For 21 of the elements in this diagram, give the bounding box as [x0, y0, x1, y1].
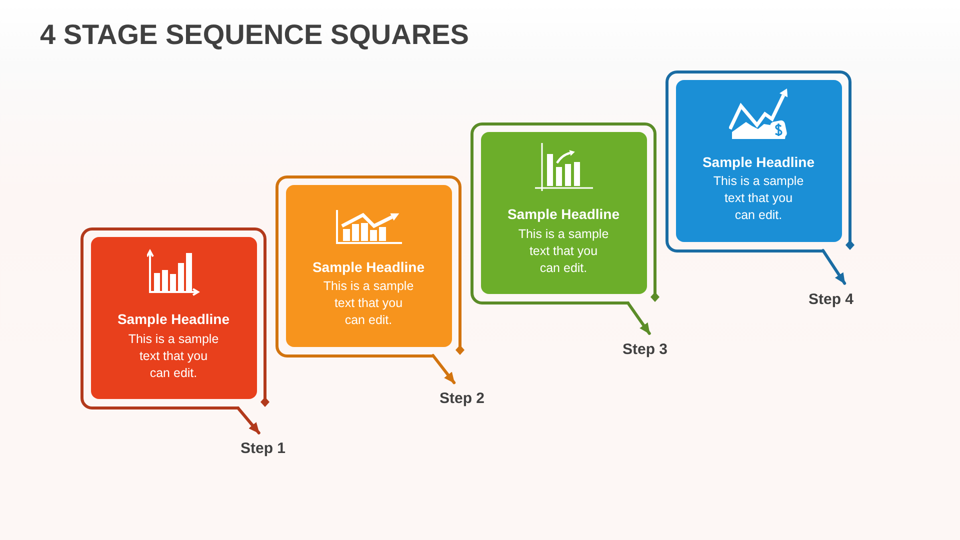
- headline: Sample Headline: [702, 152, 815, 170]
- headline: Sample Headline: [117, 310, 230, 328]
- arrow: [626, 302, 651, 335]
- step-label: Step 3: [622, 341, 668, 359]
- arrow: [432, 354, 456, 384]
- title: 4 STAGE SEQUENCE SQUARES: [40, 18, 469, 52]
- callout-frame: [80, 227, 270, 410]
- body-text: This is a sample text that you can edit.: [323, 278, 414, 329]
- body-text: This is a sample text that you can edit.: [128, 330, 219, 382]
- arrow: [822, 249, 846, 285]
- headline: Sample Headline: [507, 205, 620, 223]
- body-text: This is a sample text that you can edit.: [518, 226, 609, 276]
- callout-frame: [470, 122, 660, 305]
- callout-frame: [665, 70, 855, 252]
- step-label: Step 4: [808, 291, 854, 309]
- step-label: Step 1: [240, 440, 286, 458]
- step-label: Step 2: [440, 390, 484, 408]
- headline: Sample Headline: [312, 258, 425, 276]
- callout-frame: [275, 174, 465, 358]
- arrow: [236, 406, 260, 434]
- body-text: This is a sample text that you can edit.: [713, 173, 804, 224]
